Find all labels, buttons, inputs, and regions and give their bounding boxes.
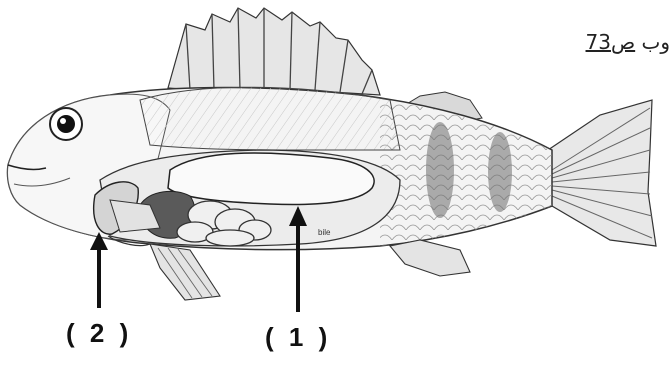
arrow-1 bbox=[289, 206, 307, 312]
eye bbox=[50, 108, 82, 140]
callout-label-1: ( 1 ) bbox=[265, 322, 331, 353]
muscle-block bbox=[140, 87, 400, 150]
arrow-2 bbox=[90, 232, 108, 308]
dorsal-fin bbox=[168, 8, 380, 95]
internal-organ-tag: bile bbox=[318, 228, 331, 237]
swim-bladder bbox=[168, 153, 374, 204]
tail-fin bbox=[548, 100, 656, 246]
anal-fin bbox=[390, 240, 470, 276]
callout-label-2: ( 2 ) bbox=[66, 318, 132, 349]
